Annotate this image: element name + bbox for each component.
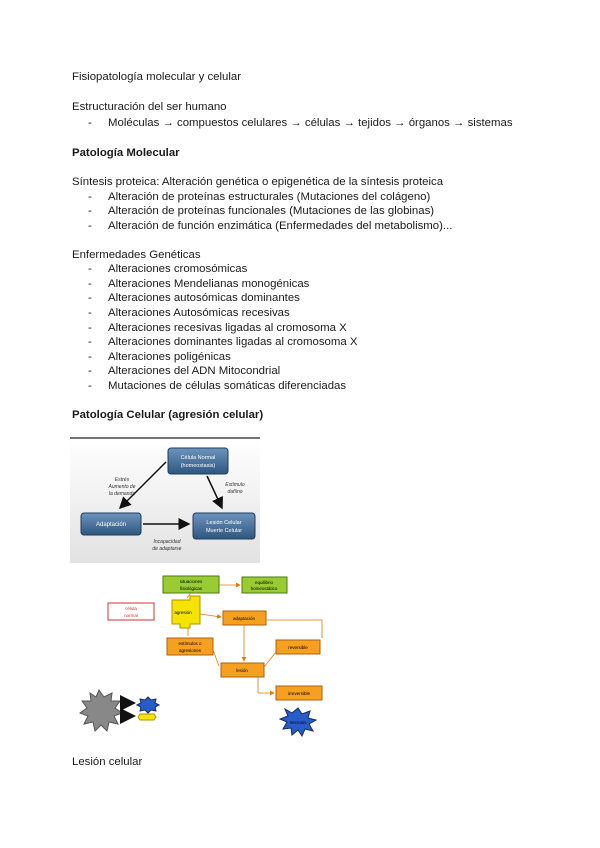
adaptation-diagram: Célula Normal (homeostasis) Adaptación L… <box>70 437 260 563</box>
equilibrio-box <box>241 576 288 594</box>
synthesis-text: Síntesis proteica: Alteración genética o… <box>72 176 444 188</box>
list-item: -Mutaciones de células somáticas diferen… <box>88 380 347 392</box>
damage-arrow <box>206 475 223 510</box>
reversible-box <box>275 639 321 655</box>
adaptation-box <box>80 512 142 536</box>
svg-text:célula: célula <box>125 606 137 611</box>
svg-text:normal: normal <box>124 613 138 618</box>
cellular-heading: Patología Celular (agresión celular) <box>72 409 264 421</box>
necrosis-star <box>278 707 318 738</box>
svg-text:la demanda: la demanda <box>109 491 135 497</box>
svg-text:irreversible: irreversible <box>288 691 311 696</box>
structure-heading: Estructuración del ser humano <box>72 101 227 113</box>
svg-text:agresiones: agresiones <box>179 648 202 653</box>
lesion-box <box>220 662 265 678</box>
genetic-heading: Enfermedades Genéticas <box>72 249 201 261</box>
svg-text:fisiológicas: fisiológicas <box>180 586 203 591</box>
flow-diagram: situaciones fisiológicas equilibrio home… <box>78 575 323 738</box>
list-item: -Alteraciones Mendelianas monogénicas <box>88 278 310 290</box>
gray-star <box>78 688 124 732</box>
svg-text:estímulos o: estímulos o <box>178 641 202 646</box>
normal-cell-box <box>167 447 229 475</box>
injury-box <box>192 512 256 540</box>
normal-cell-sub: (homeostasis) <box>181 463 216 469</box>
list-item: -Alteraciones cromosómicas <box>88 263 248 275</box>
list-item: -Alteración de proteínas estructurales (… <box>88 191 431 203</box>
adaptation-label: Adaptación <box>96 522 126 528</box>
footer-heading: Lesión celular <box>72 756 143 768</box>
adaptacion-box <box>222 610 267 626</box>
svg-text:Aumento de: Aumento de <box>108 484 136 490</box>
list-item: -Alteraciones recesivas ligadas al cromo… <box>88 322 347 334</box>
svg-text:situaciones: situaciones <box>180 579 203 584</box>
molecular-heading: Patología Molecular <box>72 147 180 159</box>
irreversible-box <box>275 685 323 701</box>
celula-normal-box <box>107 602 155 621</box>
list-item: -Alteraciones Autosómicas recesivas <box>88 307 290 319</box>
list-item: -Alteraciones autosómicas dominantes <box>88 292 300 304</box>
page-title: Fisiopatología molecular y celular <box>72 71 242 83</box>
estimulos-box <box>166 637 214 656</box>
svg-text:de adaptarse: de adaptarse <box>152 546 181 552</box>
svg-text:Estímulo: Estímulo <box>225 482 245 488</box>
svg-text:lesión: lesión <box>236 668 248 673</box>
death-label: Muerte Celular <box>206 528 242 534</box>
stress-arrow <box>118 461 167 510</box>
svg-text:agresión: agresión <box>174 610 192 615</box>
list-item: -Alteraciones dominantes ligadas al crom… <box>88 336 358 348</box>
svg-text:Incapacidad: Incapacidad <box>154 539 181 545</box>
svg-text:Estrés: Estrés <box>115 477 130 483</box>
agresion-shape <box>171 595 201 629</box>
svg-text:reversible: reversible <box>288 645 308 650</box>
svg-text:dañino: dañino <box>227 489 242 495</box>
small-blue-star <box>135 696 161 714</box>
normal-cell-label: Célula Normal <box>181 455 216 461</box>
injury-label: Lesión Celular <box>206 520 241 526</box>
small-yellow-shape <box>137 713 157 721</box>
list-item: -Alteraciones poligénicas <box>88 351 231 363</box>
list-item: -Alteración de función enzimática (Enfer… <box>88 220 453 232</box>
list-item: -Alteraciones del ADN Mitocondrial <box>88 365 281 377</box>
svg-text:adaptación: adaptación <box>233 616 256 621</box>
svg-text:necrosis: necrosis <box>290 720 308 725</box>
svg-text:homeostático: homeostático <box>251 586 278 591</box>
list-item: -Moléculas → compuestos celulares → célu… <box>88 117 513 129</box>
svg-text:equilibrio: equilibrio <box>255 580 274 585</box>
list-item: -Alteración de proteínas funcionales (Mu… <box>88 205 435 217</box>
